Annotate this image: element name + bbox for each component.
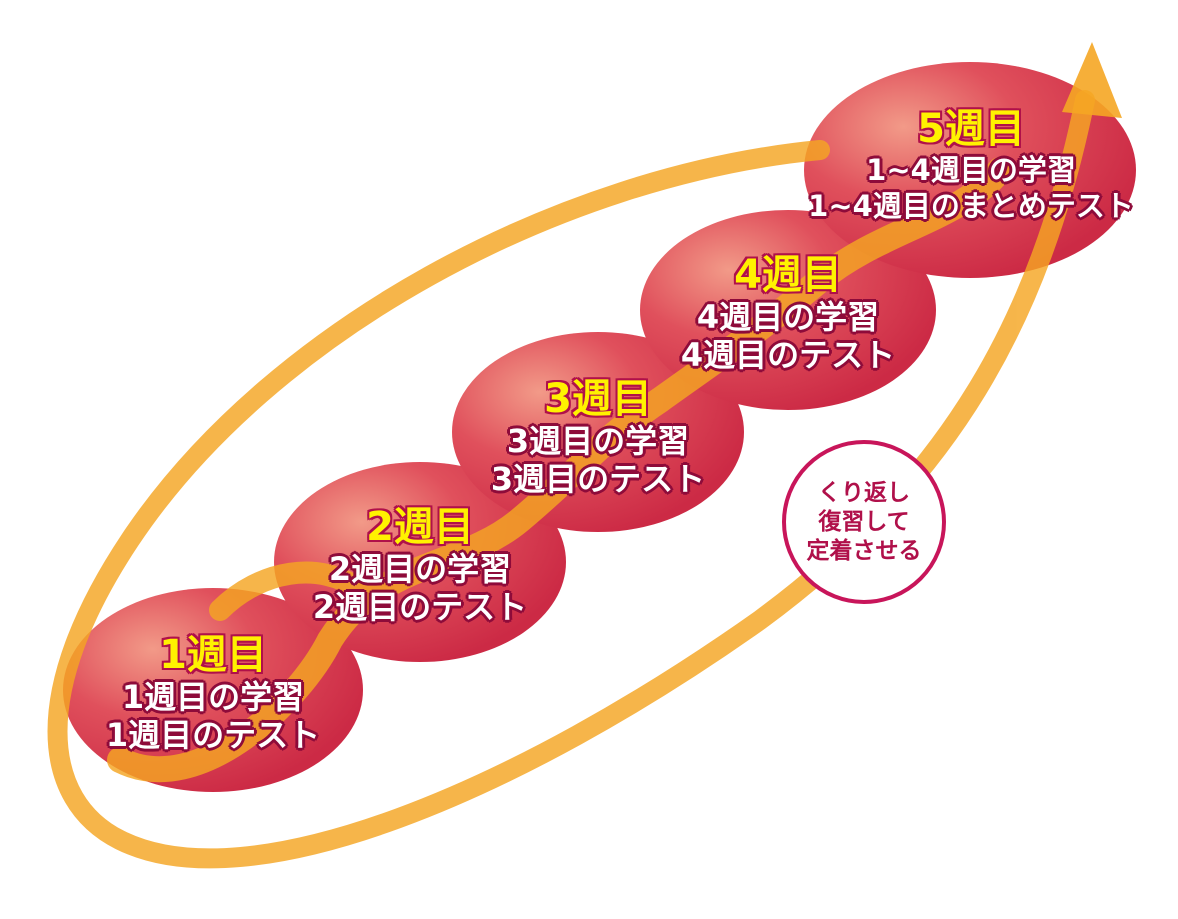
- step-test: 2週目のテスト: [312, 588, 528, 626]
- step-study: 1~4週目の学習: [866, 153, 1076, 187]
- step-week-3: 3週目 3週目の学習 3週目のテスト: [450, 352, 746, 522]
- step-title: 3週目: [544, 376, 652, 422]
- step-ellipse-1: [63, 588, 363, 792]
- step-test: 4週目のテスト: [680, 336, 896, 374]
- step-test: 3週目のテスト: [490, 460, 706, 498]
- step-week-2: 2週目 2週目の学習 2週目のテスト: [272, 480, 568, 650]
- note-line-3: 定着させる: [806, 537, 922, 564]
- arrowhead-icon: [1062, 42, 1122, 118]
- step-test: 1~4週目のまとめテスト: [808, 189, 1134, 223]
- step-title: 5週目: [917, 106, 1025, 152]
- step-study: 4週目の学習: [696, 298, 880, 336]
- step-week-4: 4週目 4週目の学習 4週目のテスト: [640, 228, 936, 398]
- step-week-1: 1週目 1週目の学習 1週目のテスト: [63, 608, 363, 778]
- step-title: 2週目: [366, 504, 474, 550]
- note-line-1: くり返し: [818, 479, 910, 506]
- step-test: 1週目のテスト: [105, 716, 321, 754]
- step-week-5: 5週目 1~4週目の学習 1~4週目のまとめテスト: [804, 80, 1138, 250]
- note-line-2: 復習して: [818, 508, 910, 535]
- step-study: 2週目の学習: [328, 550, 512, 588]
- step-study: 3週目の学習: [506, 422, 690, 460]
- repeat-review-badge: くり返し 復習して 定着させる: [782, 440, 946, 604]
- step-study: 1週目の学習: [121, 678, 305, 716]
- step-title: 1週目: [159, 632, 267, 678]
- step-title: 4週目: [734, 252, 842, 298]
